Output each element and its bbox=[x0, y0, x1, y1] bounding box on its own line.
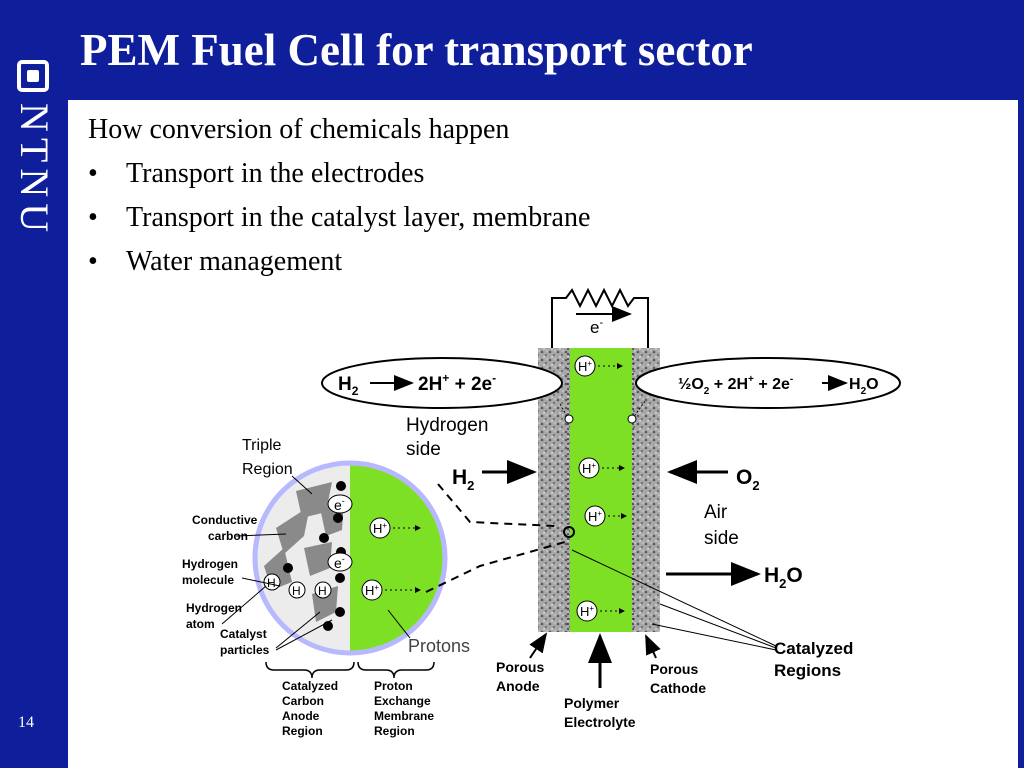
slide-title: PEM Fuel Cell for transport sector bbox=[80, 25, 753, 75]
svg-text:O2: O2 bbox=[736, 466, 760, 493]
svg-text:½O2 + 2H+ + 2e-: ½O2 + 2H+ + 2e- bbox=[678, 374, 793, 397]
sidebar: NTNU 14 bbox=[0, 0, 68, 768]
right-border bbox=[1018, 100, 1024, 768]
svg-text:H: H bbox=[292, 584, 301, 598]
bullet-item: Water management bbox=[88, 240, 988, 284]
electron-label: e- bbox=[590, 317, 603, 337]
svg-text:H: H bbox=[267, 576, 276, 590]
svg-text:2H+ + 2e-: 2H+ + 2e- bbox=[418, 371, 496, 395]
anode-reaction: H2 2H+ + 2e- bbox=[321, 357, 574, 424]
triple-region-zoom: e- e- H+ H+ H H H bbox=[252, 460, 575, 656]
svg-text:H+: H+ bbox=[365, 583, 379, 598]
intro-text: How conversion of chemicals happen bbox=[88, 114, 510, 145]
page-number: 14 bbox=[18, 714, 34, 731]
bullet-item: Transport in the catalyst layer, membran… bbox=[88, 196, 988, 240]
fuel-cell-svg: e- H+ H+ H+ H+ H2 2H+ + 2e- ½O2 + 2H+ + … bbox=[182, 287, 901, 738]
svg-text:H2O: H2O bbox=[849, 376, 879, 397]
svg-text:H+: H+ bbox=[588, 509, 602, 524]
cathode-reaction: ½O2 + 2H+ + 2e- H2O bbox=[627, 357, 901, 424]
electron-marker: e- bbox=[334, 496, 345, 513]
svg-text:H+: H+ bbox=[578, 359, 592, 374]
svg-text:H2O: H2O bbox=[764, 564, 803, 591]
slide-content: How conversion of chemicals happen Trans… bbox=[88, 108, 988, 284]
ntnu-logo-icon bbox=[17, 60, 49, 92]
electron-marker: e- bbox=[334, 554, 345, 571]
svg-text:H+: H+ bbox=[373, 521, 387, 536]
h2-inflow: H2 bbox=[452, 460, 537, 493]
svg-text:H+: H+ bbox=[580, 604, 594, 619]
external-circuit: e- bbox=[551, 287, 649, 348]
svg-text:H: H bbox=[318, 584, 327, 598]
h2o-outflow: H2O bbox=[666, 562, 803, 591]
o2-inflow: O2 bbox=[667, 460, 760, 493]
ntnu-logo-text: NTNU bbox=[12, 103, 57, 239]
svg-text:H2: H2 bbox=[338, 374, 359, 398]
svg-text:H+: H+ bbox=[582, 461, 596, 476]
title-bar bbox=[68, 0, 1024, 100]
bullet-item: Transport in the electrodes bbox=[88, 152, 988, 196]
membrane-protons: H+ H+ H+ H+ bbox=[574, 355, 627, 622]
fuel-cell-diagram: e- H+ H+ H+ H+ H2 2H+ + 2e- ½O2 + 2H+ + … bbox=[180, 286, 902, 738]
svg-text:H2: H2 bbox=[452, 466, 474, 493]
protons-label: Protons bbox=[408, 636, 470, 656]
bullet-list: Transport in the electrodes Transport in… bbox=[88, 152, 988, 284]
membrane-layer bbox=[570, 348, 632, 632]
